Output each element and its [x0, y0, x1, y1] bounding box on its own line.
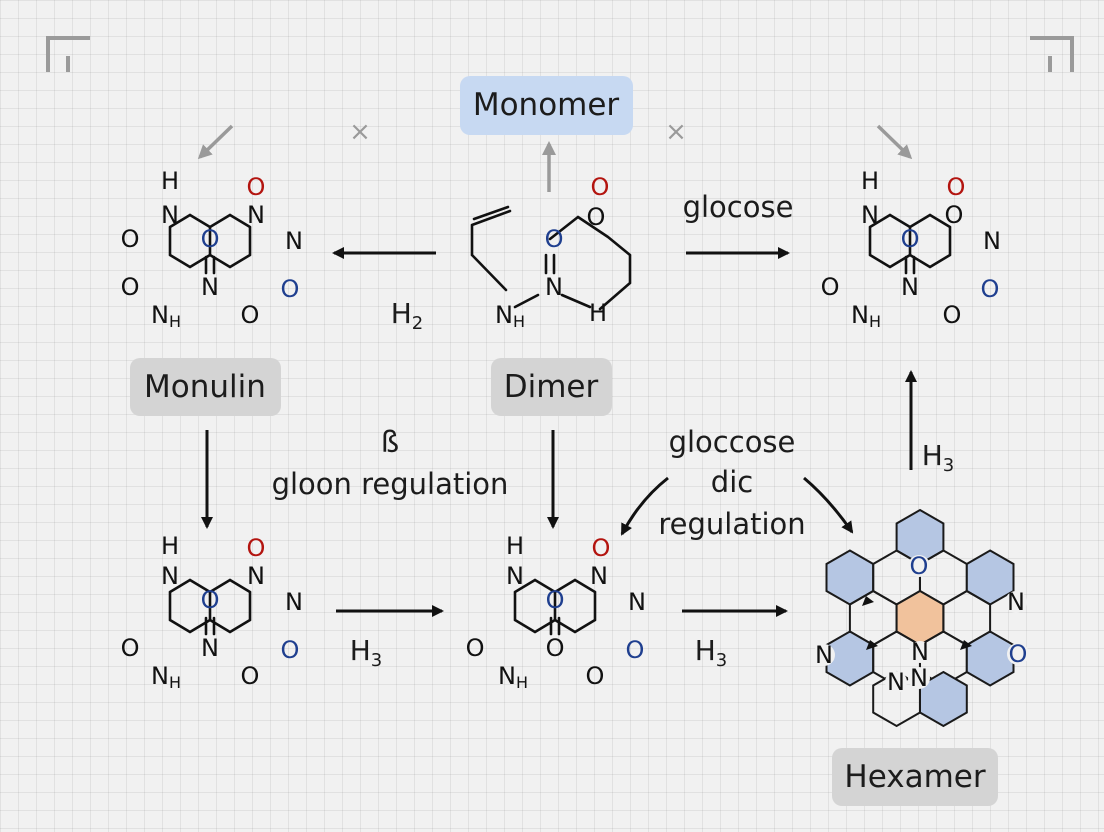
label-h3-right: H3	[922, 439, 955, 476]
atom-o-blue: O	[1009, 640, 1028, 668]
atom-n: N	[247, 562, 265, 590]
atom-o-blue: O	[901, 225, 920, 253]
atom-nh: NH	[151, 301, 181, 331]
atom-o-blue: O	[281, 636, 300, 664]
svg-text:Hexamer: Hexamer	[844, 759, 985, 795]
label-gloon-regulation: gloon regulation	[272, 467, 509, 501]
atom-o-blue: O	[981, 275, 1000, 303]
label-dic: dic	[711, 465, 753, 499]
curved-arrow-right	[803, 476, 854, 534]
atom-n: N	[247, 201, 265, 229]
corner-bracket-top-right-icon	[1030, 36, 1074, 72]
cross-mark-right: ×	[665, 117, 687, 147]
gray-arrow-top-left	[197, 124, 234, 160]
atom-nh: NH	[151, 662, 181, 692]
atom-o: O	[121, 225, 140, 253]
wedge-bond-icon	[866, 640, 878, 650]
atom-o: O	[466, 634, 485, 662]
curved-arrow-left	[620, 476, 669, 536]
atom-h: H	[589, 299, 607, 327]
label-regulation: regulation	[658, 507, 805, 541]
atom-n: N	[815, 641, 833, 669]
atom-n: N	[545, 273, 563, 301]
wedge-bond-icon	[960, 640, 972, 650]
atom-h: H	[161, 167, 179, 195]
atom-o-blue: O	[910, 552, 929, 580]
atom-o: O	[121, 634, 140, 662]
label-gloccose: gloccose	[669, 425, 796, 459]
label-h3-bottom-left: H3	[350, 634, 383, 671]
atom-o-red: O	[247, 173, 266, 201]
atom-h: H	[506, 532, 524, 560]
atom-n: N	[983, 227, 1001, 255]
label-h3-bottom-mid: H3	[695, 634, 728, 671]
atom-o: O	[587, 203, 606, 231]
molecule-top-right: H N O O O N O N O NH O	[821, 167, 1001, 331]
molecule-top-center: O O O N NH H	[470, 173, 632, 331]
atom-n: N	[1007, 588, 1025, 616]
atom-o-red: O	[591, 173, 610, 201]
atom-o-blue: O	[201, 225, 220, 253]
atom-o-red: O	[947, 173, 966, 201]
dimer-label: Dimer	[491, 358, 612, 416]
atom-h: H	[861, 167, 879, 195]
atom-o-blue: O	[626, 636, 645, 664]
corner-bracket-top-left-icon	[46, 36, 90, 72]
svg-text:Monulin: Monulin	[144, 369, 266, 405]
atom-o-blue: O	[545, 225, 564, 253]
monulin-label: Monulin	[130, 358, 281, 416]
atom-n: N	[285, 227, 303, 255]
svg-text:Dimer: Dimer	[504, 369, 599, 405]
atom-n: N	[590, 562, 608, 590]
atom-o: O	[546, 634, 565, 662]
label-beta: ß	[381, 425, 399, 459]
atom-o-blue: O	[546, 586, 565, 614]
atom-o: O	[586, 662, 605, 690]
atom-nh: NH	[851, 301, 881, 331]
atom-o: O	[945, 201, 964, 229]
wedge-bond-icon	[862, 596, 874, 606]
molecule-top-left: H N O N O O N O N O NH O	[121, 167, 303, 331]
atom-nh: NH	[495, 301, 525, 331]
atom-o: O	[241, 662, 260, 690]
atom-o-blue: O	[201, 586, 220, 614]
atom-o: O	[943, 301, 962, 329]
atom-nh: NH	[498, 662, 528, 692]
atom-o: O	[821, 273, 840, 301]
atom-n: N	[161, 562, 179, 590]
atom-n: N	[887, 668, 905, 696]
atom-n: N	[911, 638, 929, 666]
atom-o-red: O	[592, 534, 611, 562]
gray-arrow-top-right	[876, 124, 913, 160]
atom-n: N	[161, 201, 179, 229]
atom-n: N	[201, 273, 219, 301]
atom-o-red: O	[247, 534, 266, 562]
monomer-label: Monomer	[460, 76, 633, 135]
cross-mark-left: ×	[349, 117, 371, 147]
svg-text:Monomer: Monomer	[473, 87, 620, 123]
label-h2: H2	[391, 297, 424, 334]
atom-n: N	[285, 588, 303, 616]
label-glocose: glocose	[683, 190, 794, 224]
molecule-bottom-left: H N O N O N O N O NH O	[121, 532, 303, 692]
atom-o: O	[121, 273, 140, 301]
molecule-bottom-center: H N O N O N O O O NH O	[466, 532, 646, 692]
atom-n: N	[910, 664, 928, 692]
atom-n: N	[506, 562, 524, 590]
atom-o-blue: O	[281, 275, 300, 303]
hexamer-label: Hexamer	[832, 748, 998, 806]
atom-n: N	[901, 273, 919, 301]
atom-o: O	[241, 301, 260, 329]
atom-h: H	[161, 532, 179, 560]
atom-n: N	[201, 634, 219, 662]
atom-n: N	[628, 588, 646, 616]
atom-n: N	[861, 201, 879, 229]
